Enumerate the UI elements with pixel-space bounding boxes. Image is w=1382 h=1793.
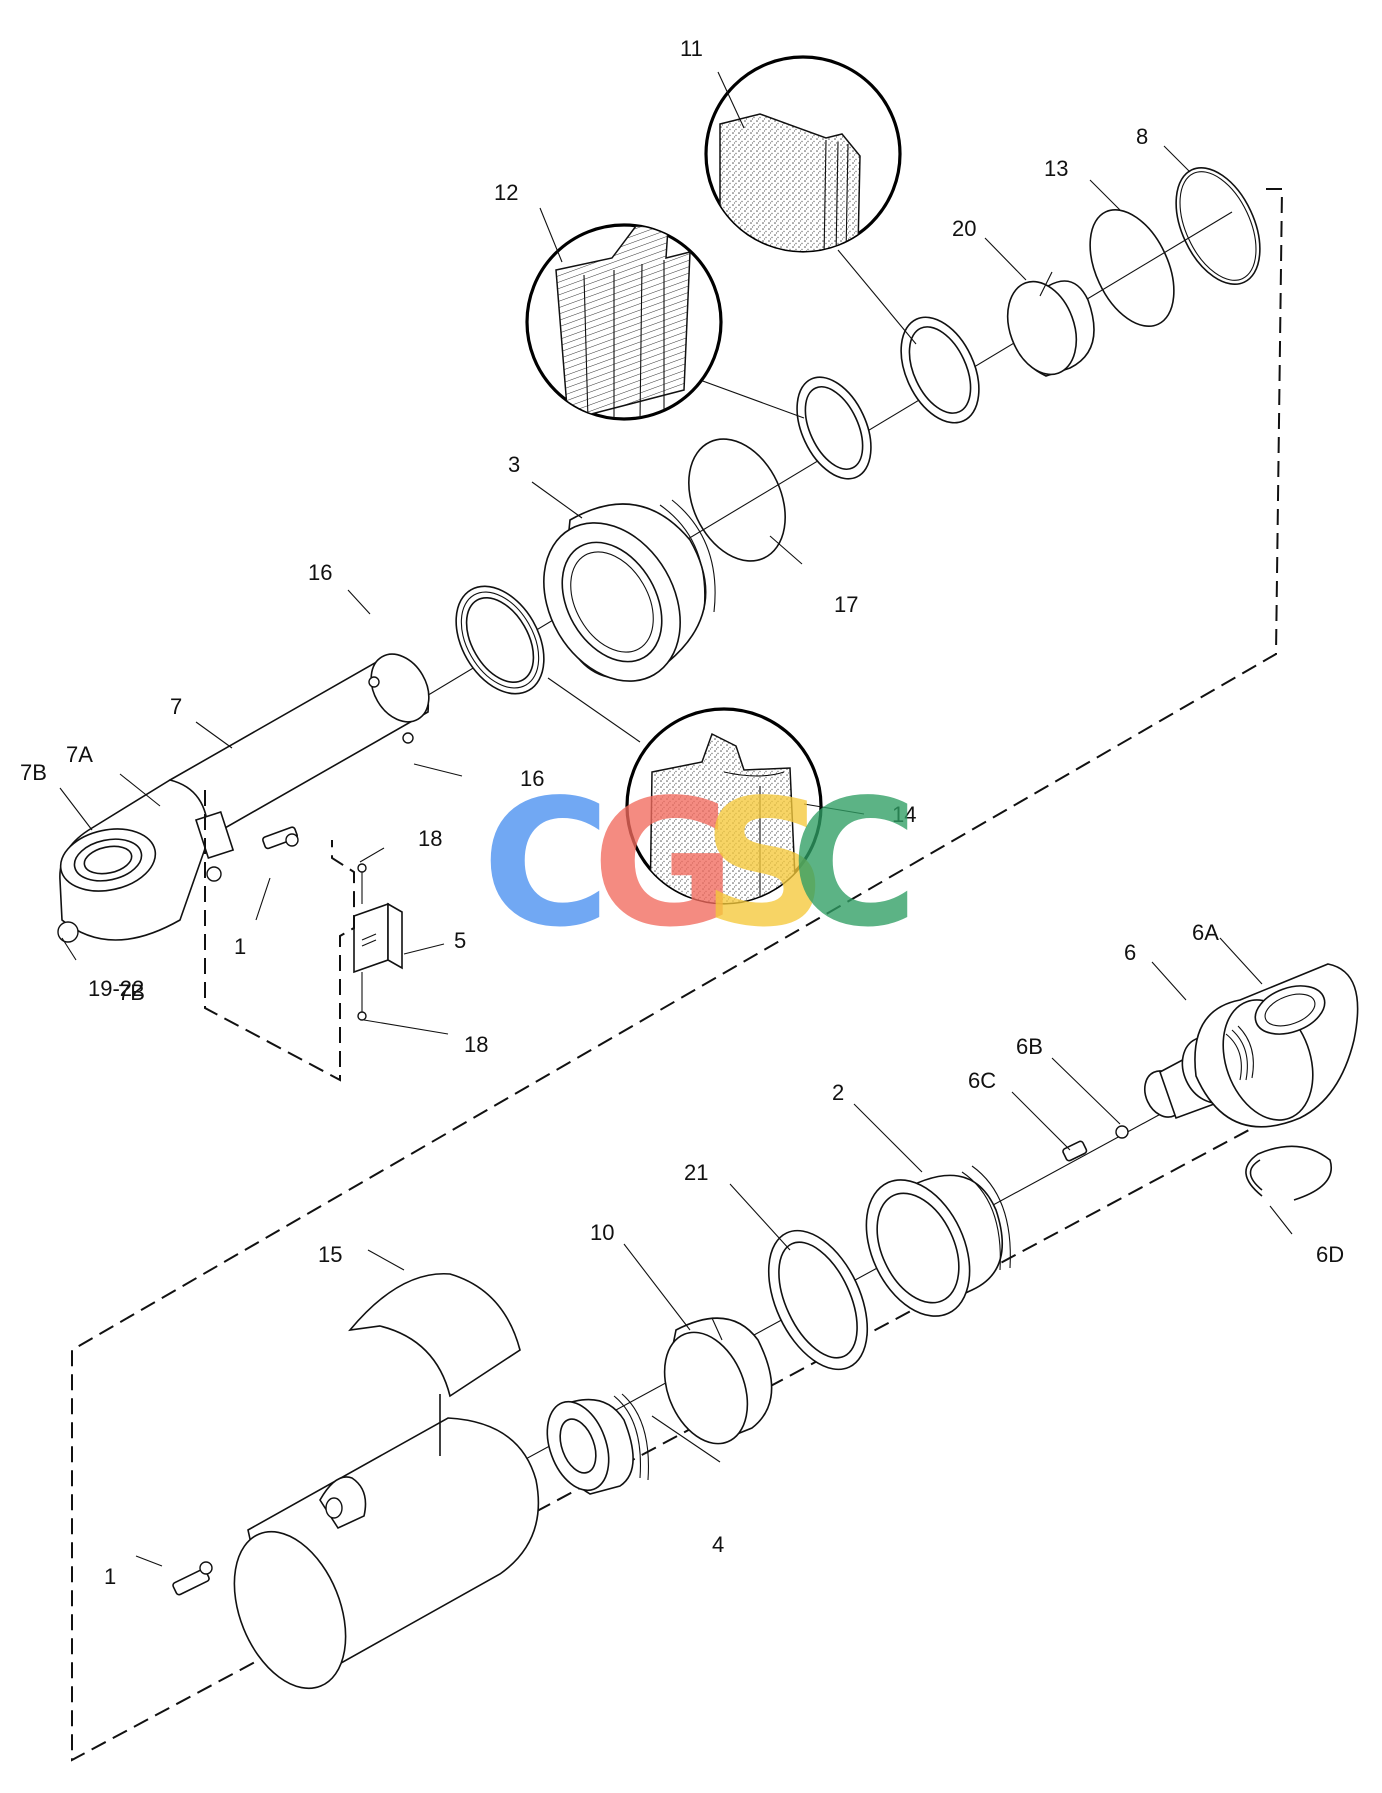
callout-labels: 16 7 7A 7B 16 18 5 1 19-22 7B 18 3 17 14… [20,36,1344,1589]
callout-11: 11 [680,36,703,61]
callout-20: 20 [952,216,976,241]
callout-6a: 6A [1192,920,1219,945]
callout-7b: 7B [20,760,47,785]
seal-ring-part-14 [455,585,545,695]
watermark-letter-1: C [482,763,610,966]
magnifier-seal-detail-14 [547,677,823,905]
seal-ring-part-11 [900,316,980,424]
callout-4: 4 [712,1532,724,1557]
rod-part-7 [168,653,430,834]
callout-18-top: 18 [418,826,442,851]
piston-part-4 [546,1393,650,1495]
callout-19-22: 19-22 [88,976,144,1001]
watermark-letter-2: G [592,763,736,966]
seal-ring-part-12 [796,376,872,480]
cgsc-watermark: C G S C [482,763,918,966]
callout-14: 14 [892,802,916,827]
callout-16-top: 16 [308,560,332,585]
watermark-letter-3: S [702,763,828,966]
callout-7b-overlap: 7B [118,980,145,1005]
magnifier-seal-detail-12 [525,223,805,421]
callout-6: 6 [1124,940,1136,965]
ball-part-6b [1115,1125,1129,1139]
callout-1-bottom: 1 [104,1564,116,1589]
callout-12: 12 [494,180,518,205]
callout-18-bottom: 18 [464,1032,488,1057]
cylinder-head-part-3 [543,499,716,682]
callout-6c: 6C [968,1068,996,1093]
guard-part-5 [353,863,403,1021]
callout-5: 5 [454,928,466,953]
callout-6d: 6D [1316,1242,1344,1267]
rod-end-part-6 [1143,963,1359,1128]
watermark-letter-4: C [790,763,918,966]
magnifier-seal-detail-11 [704,55,917,345]
piston-nut [319,1476,367,1530]
callout-6b: 6B [1016,1034,1043,1059]
grease-fitting-part-1-bottom [172,1561,213,1596]
callout-1-top: 1 [234,934,246,959]
grease-fitting-part-1-top [262,826,299,850]
seal-ring-part-21 [767,1229,869,1371]
o-ring-part-17 [688,438,786,562]
ring-part-13 [1089,208,1175,328]
assembly-boundary-dashed-line [71,188,1291,1762]
ring-part-8 [1175,166,1261,286]
callout-2: 2 [832,1080,844,1105]
callout-7a: 7A [66,742,93,767]
callout-21: 21 [684,1160,708,1185]
callout-10: 10 [590,1220,614,1245]
callout-16-right: 16 [520,766,544,791]
piston-part-2 [865,1165,1011,1317]
callout-17: 17 [834,592,858,617]
set-screw-part-6c [1062,1140,1088,1162]
callout-13: 13 [1044,156,1068,181]
callout-15: 15 [318,1242,342,1267]
bearing-part-10 [663,1317,773,1445]
callout-3: 3 [508,452,520,477]
callout-8: 8 [1136,124,1148,149]
snap-ring-part-6d [1245,1145,1332,1201]
leader-lines [59,71,1293,1567]
cylinder-barrel-part-15 [233,1272,540,1690]
bearing-part-20 [1006,271,1095,377]
guard-reference-dashed-line [204,790,355,1082]
callout-7: 7 [170,694,182,719]
